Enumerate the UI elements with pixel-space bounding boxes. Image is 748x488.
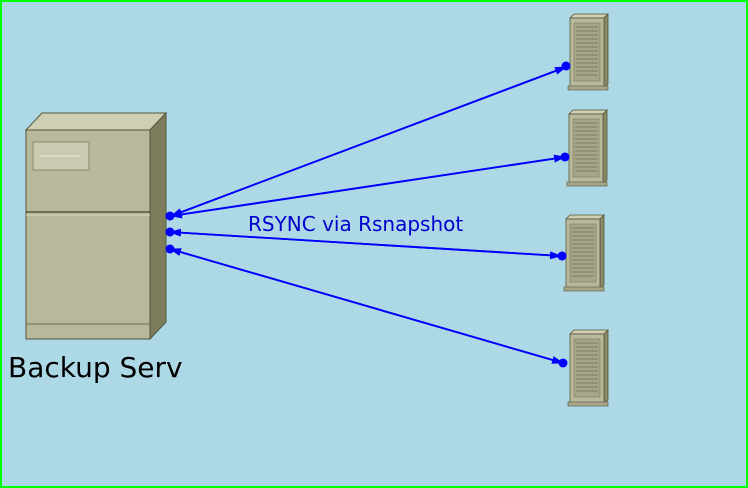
rack-server-icon xyxy=(567,329,609,407)
rsync-link-3-return xyxy=(169,231,562,260)
link-label: RSYNC via Rsnapshot xyxy=(248,212,463,236)
rack-server-icon xyxy=(566,109,608,187)
backup-server-label: Backup Serv xyxy=(8,351,183,384)
rsync-link-4-return xyxy=(169,248,564,364)
client-port-dot xyxy=(561,61,571,71)
backup-port-dot xyxy=(165,211,175,221)
rack-server-icon xyxy=(567,13,609,91)
rack-server-icon xyxy=(563,214,605,292)
rsync-link-1-return xyxy=(170,66,567,217)
client-port-dot xyxy=(558,358,568,368)
client-port-dot xyxy=(557,251,567,261)
rsync-link-2-return xyxy=(170,154,566,217)
backup-port-dot xyxy=(165,244,175,254)
tower-server-icon xyxy=(24,111,168,341)
backup-port-dot xyxy=(165,227,175,237)
client-port-dot xyxy=(560,152,570,162)
